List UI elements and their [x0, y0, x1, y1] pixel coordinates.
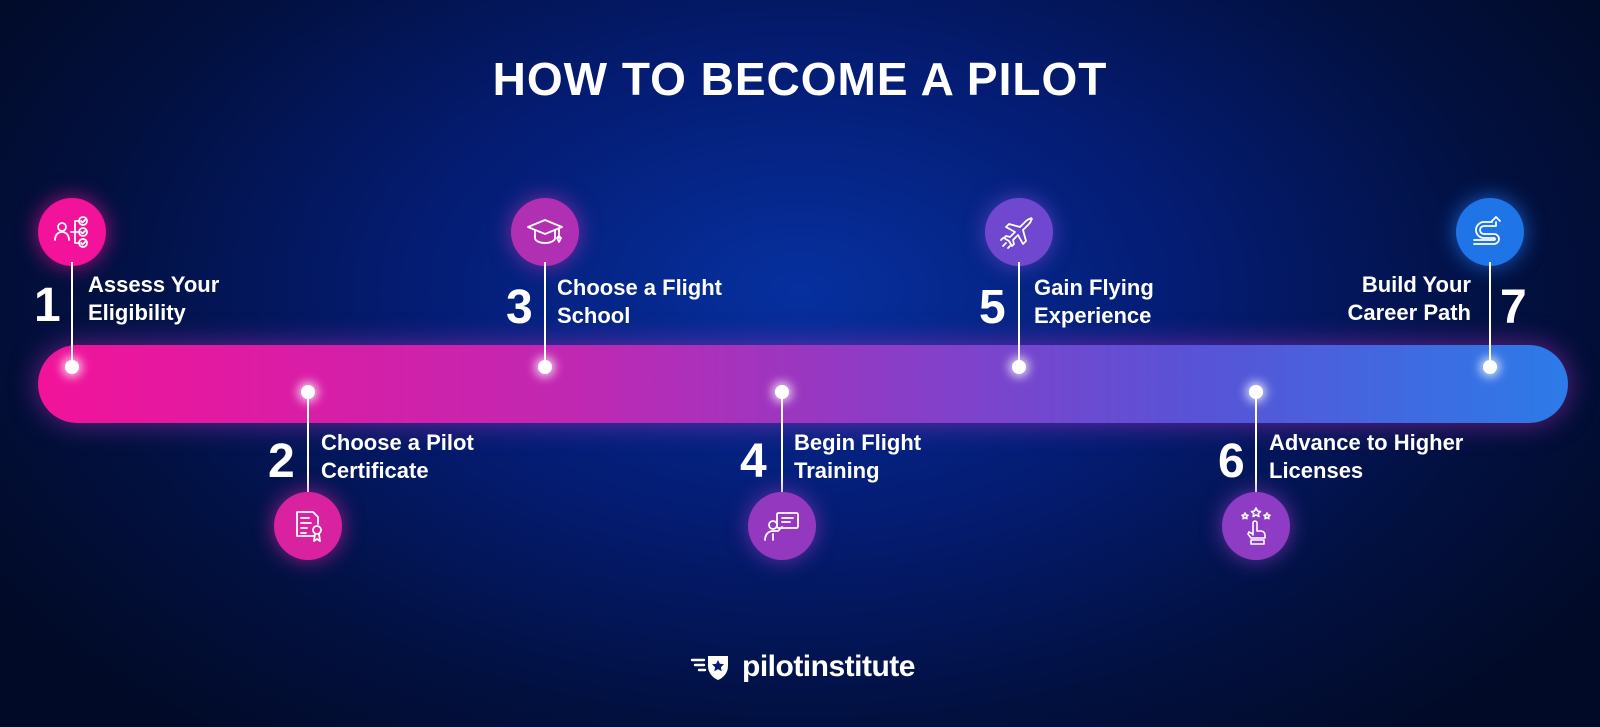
- career-path-arrow-icon: [1473, 216, 1501, 245]
- step-7-icon-circle: [1456, 198, 1524, 266]
- step-7-label: Build Your Career Path: [1300, 271, 1471, 327]
- step-6-label: Advance to Higher Licenses: [1269, 429, 1463, 485]
- step-5-label: Gain Flying Experience: [1034, 274, 1154, 330]
- page-title: HOW TO BECOME A PILOT: [492, 53, 1108, 105]
- step-3-dot: [538, 360, 552, 374]
- step-6-number: 6: [1218, 435, 1245, 488]
- step-6-label-line2: Licenses: [1269, 458, 1364, 483]
- step-1-number: 1: [34, 279, 61, 332]
- certificate-icon: [296, 511, 322, 542]
- step-3-connector: [544, 262, 546, 366]
- eligibility-checklist-icon: [54, 216, 88, 248]
- step-7-label-line1: Build Your: [1361, 272, 1471, 297]
- step-4-label-line2: Training: [794, 458, 880, 483]
- step-2-label-line1: Choose a Pilot: [321, 430, 474, 455]
- step-3-icon-circle: [511, 198, 579, 266]
- step-4-number: 4: [740, 435, 767, 488]
- step-5-number: 5: [979, 281, 1006, 334]
- step-4-label: Begin Flight Training: [794, 429, 921, 485]
- step-4-label-line1: Begin Flight: [794, 430, 922, 455]
- step-2-connector: [307, 392, 309, 496]
- step-3-label-line1: Choose a Flight: [557, 275, 722, 300]
- step-5-label-line1: Gain Flying: [1034, 275, 1154, 300]
- step-3-label-line2: School: [557, 303, 631, 328]
- step-1-label: Assess Your Eligibility: [88, 271, 219, 327]
- airplane-icon: [1000, 217, 1033, 249]
- step-1-dot: [65, 360, 79, 374]
- step-2-label-line2: Certificate: [321, 458, 429, 483]
- step-4-connector: [781, 392, 783, 496]
- hand-stars-icon: [1241, 507, 1271, 545]
- step-7-dot: [1483, 360, 1497, 374]
- step-1-label-line2: Eligibility: [88, 300, 186, 325]
- instructor-board-icon: [764, 512, 799, 541]
- step-6-connector: [1255, 392, 1257, 496]
- step-6-label-line1: Advance to Higher: [1269, 430, 1464, 455]
- step-5-label-line2: Experience: [1034, 303, 1152, 328]
- step-1-icon-circle: [38, 198, 106, 266]
- timeline-bar: [38, 345, 1568, 423]
- winged-shield-star-icon: [690, 656, 728, 680]
- step-2-label: Choose a Pilot Certificate: [321, 429, 474, 485]
- brand-logo: pilotinstitute: [690, 650, 915, 684]
- step-5-icon-circle: [985, 198, 1053, 266]
- step-3-number: 3: [506, 281, 533, 334]
- step-6-icon-circle: [1222, 492, 1290, 560]
- brand-logo-text: pilotinstitute: [742, 650, 915, 683]
- step-1-connector: [71, 262, 73, 366]
- step-2-number: 2: [268, 435, 295, 488]
- step-5-dot: [1012, 360, 1026, 374]
- step-2-icon-circle: [274, 492, 342, 560]
- step-1-label-line1: Assess Your: [88, 272, 220, 297]
- step-4-icon-circle: [748, 492, 816, 560]
- step-3-label: Choose a Flight School: [557, 274, 722, 330]
- step-5-connector: [1018, 262, 1020, 366]
- step-7-label-line2: Career Path: [1347, 300, 1471, 325]
- graduation-cap-icon: [527, 219, 563, 244]
- step-7-connector: [1489, 262, 1491, 366]
- step-7-number: 7: [1500, 281, 1527, 334]
